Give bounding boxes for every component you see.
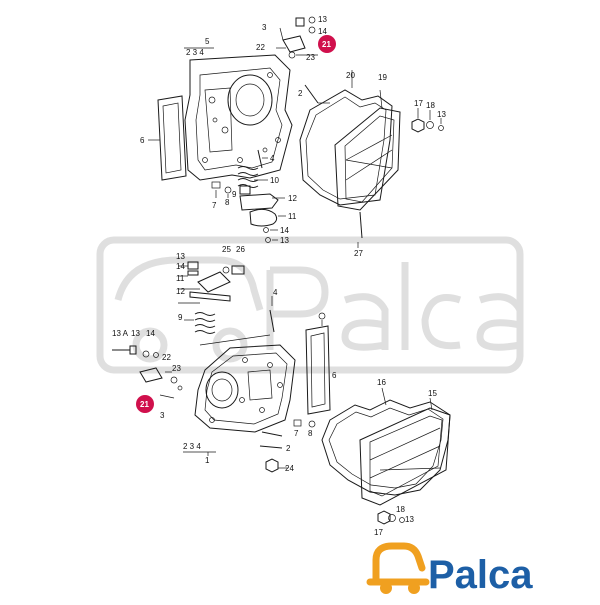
- label-22-top: 22: [256, 43, 265, 52]
- label-3-top: 3: [262, 23, 267, 32]
- label-10-top: 10: [270, 176, 279, 185]
- palca-logo: Palca: [366, 542, 533, 597]
- label-13d-bottom: 13: [405, 515, 414, 524]
- label-20-top: 20: [346, 71, 355, 80]
- label-13-bottom: 13: [176, 252, 185, 261]
- label-7-top: 7: [212, 201, 217, 210]
- label-22-bottom: 22: [162, 353, 171, 362]
- gasket-16-bottom: [321, 399, 451, 496]
- cover-15-bottom: [359, 407, 451, 506]
- label-2-top: 2: [298, 89, 303, 98]
- label-8-bottom: 8: [308, 429, 313, 438]
- chain-housing-bottom: [194, 344, 296, 433]
- gasket-6-top: [157, 95, 187, 181]
- label-25-bottom: 25: [222, 245, 231, 254]
- label-26-bottom: 26: [236, 245, 245, 254]
- part-labels: 5 2 3 4 3 13 14 22 23 20 19 2 17 18 13 6…: [112, 15, 446, 537]
- gasket-20-top: [299, 89, 393, 206]
- label-13a-bottom: 13 A: [112, 329, 129, 338]
- label-234-top: 2 3 4: [186, 48, 204, 57]
- label-2-bottom: 2: [286, 444, 291, 453]
- bottom-assembly: [112, 261, 451, 525]
- label-18-top: 18: [426, 101, 435, 110]
- label-14-top: 14: [318, 27, 327, 36]
- callout-21-top-label: 21: [322, 40, 331, 49]
- cover-19-top: [334, 107, 401, 211]
- label-3-bottom: 3: [160, 411, 165, 420]
- label-9-bottom: 9: [178, 313, 183, 322]
- label-4-top: 4: [270, 154, 275, 163]
- label-17-top: 17: [414, 99, 423, 108]
- label-23-bottom: 23: [172, 364, 181, 373]
- label-13-top: 13: [318, 15, 327, 24]
- label-9-top: 9: [232, 190, 237, 199]
- top-assembly: [148, 16, 444, 248]
- label-234-bottom: 2 3 4: [183, 442, 201, 451]
- label-23-top: 23: [306, 53, 315, 62]
- label-14-bottom: 14: [176, 262, 185, 271]
- label-12-top: 12: [288, 194, 297, 203]
- label-13b-top: 13: [437, 110, 446, 119]
- label-13b-bottom: 13: [131, 329, 140, 338]
- gasket-6-bottom: [305, 325, 331, 415]
- label-11-bottom: 11: [176, 274, 185, 283]
- callout-21-top-marker: [318, 35, 336, 53]
- label-11-top: 11: [288, 212, 297, 221]
- callout-21-bottom-label: 21: [140, 400, 149, 409]
- label-1-bottom: 1: [205, 456, 210, 465]
- palca-logo-text: Palca: [428, 553, 533, 597]
- car-icon: [366, 542, 430, 594]
- label-13c-top: 13: [280, 236, 289, 245]
- label-6-bottom: 6: [332, 371, 337, 380]
- label-19-top: 19: [378, 73, 387, 82]
- label-17-bottom: 17: [374, 528, 383, 537]
- label-7-bottom: 7: [294, 429, 299, 438]
- label-27-top: 27: [354, 249, 363, 258]
- chain-housing-top: [184, 54, 293, 181]
- label-18-bottom: 18: [396, 505, 405, 514]
- label-6-top: 6: [140, 136, 145, 145]
- label-5: 5: [205, 37, 210, 46]
- callout-21-bottom[interactable]: 21: [136, 395, 154, 413]
- label-12-bottom: 12: [176, 287, 185, 296]
- label-15-bottom: 15: [428, 389, 437, 398]
- label-24-bottom: 24: [285, 464, 294, 473]
- label-14b-top: 14: [280, 226, 289, 235]
- callout-21-top[interactable]: 21: [318, 35, 336, 53]
- label-4-bottom: 4: [273, 288, 278, 297]
- callout-21-bottom-marker: [136, 395, 154, 413]
- palca-watermark: [96, 236, 524, 374]
- label-14b-bottom: 14: [146, 329, 155, 338]
- label-8-top: 8: [225, 198, 230, 207]
- label-16-bottom: 16: [377, 378, 386, 387]
